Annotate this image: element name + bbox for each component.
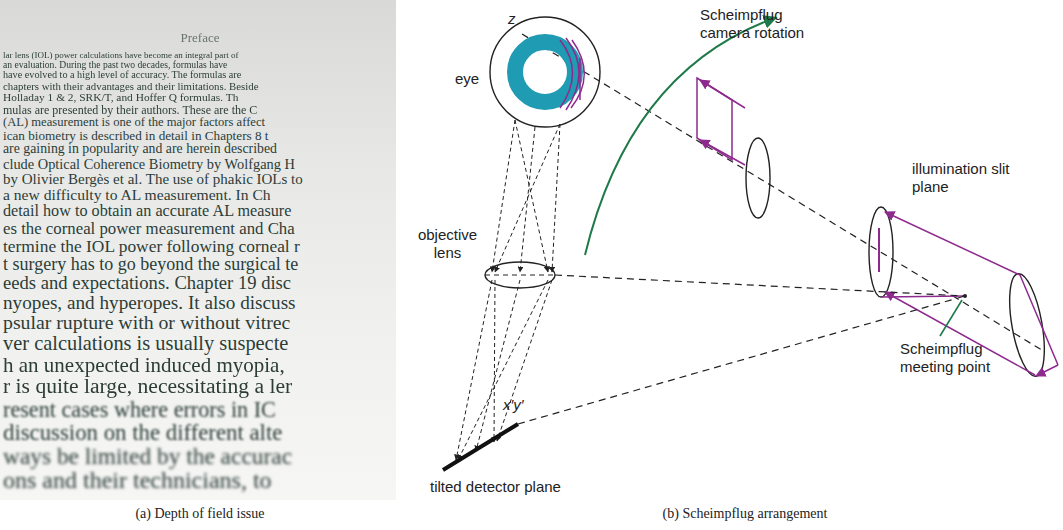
panel-caption: (a) Depth of field issue bbox=[135, 506, 264, 523]
part-label: objective lens bbox=[410, 226, 485, 262]
page-text-line: chapters with their advantages and their… bbox=[3, 80, 258, 92]
page-text-line: by Olivier Bergès et al. The use of phak… bbox=[3, 171, 303, 188]
page-text-line: detail how to obtain an accurate AL meas… bbox=[3, 202, 291, 221]
page-text-line: psular rupture with or without vitrec bbox=[3, 311, 290, 334]
part-label: z bbox=[508, 10, 528, 28]
part-label: illumination slit plane bbox=[912, 160, 1028, 196]
page-text-line: t surgery has to go beyond the surgical … bbox=[3, 254, 298, 275]
page-text-line: es the corneal power measurement and Cha bbox=[3, 219, 295, 239]
page-heading: Preface bbox=[181, 30, 220, 46]
part-label: Scheimpflug camera rotation bbox=[700, 6, 825, 42]
page-text-line: ways be limited by the accurac bbox=[3, 443, 292, 470]
page-text-line: (AL) measurement is one of the major fac… bbox=[3, 115, 265, 130]
page-text-line: eeds and expectations. Chapter 19 disc bbox=[3, 272, 291, 294]
page-text-line: termine the IOL power following corneal … bbox=[3, 236, 300, 257]
page-text-line: have evolved to a high level of accuracy… bbox=[3, 69, 241, 80]
page-text-line: nyopes, and hyperopes. It also discuss bbox=[3, 292, 296, 314]
page-text-line: discussion on the different alte bbox=[3, 420, 282, 446]
page-text-line: resent cases where errors in IC bbox=[3, 397, 276, 423]
page-text-line: an evaluation. During the past two decad… bbox=[3, 59, 227, 70]
part-label: eye bbox=[455, 70, 495, 88]
part-label: x′y′ bbox=[503, 396, 543, 414]
page-text-line: a new difficulty to AL measurement. In C… bbox=[3, 186, 271, 204]
page-text-line: Holladay 1 & 2, SRK/T, and Hoffer Q form… bbox=[3, 91, 238, 103]
page-text-line: h an unexpected induced myopia, bbox=[3, 353, 285, 378]
page-text-line: r is quite large, necessitating a ler bbox=[3, 374, 292, 399]
part-label: Scheimpflug meeting point bbox=[900, 340, 1005, 376]
page-text-line: ver calculations is usually suspecte bbox=[3, 332, 288, 355]
page-text-line: are gaining in popularity and are herein… bbox=[3, 141, 277, 157]
part-label: tilted detector plane bbox=[430, 478, 600, 496]
page-text-line: clude Optical Coherence Biometry by Wolf… bbox=[3, 156, 295, 173]
page-text-line: lar lens (IOL) power calculations have b… bbox=[3, 50, 238, 60]
photo-page: Preface lar lens (IOL) power calculations… bbox=[0, 0, 396, 500]
panel-caption: (b) Scheimpflug arrangement bbox=[663, 506, 828, 523]
page-text-line: ons and their technicians, to bbox=[3, 467, 272, 494]
